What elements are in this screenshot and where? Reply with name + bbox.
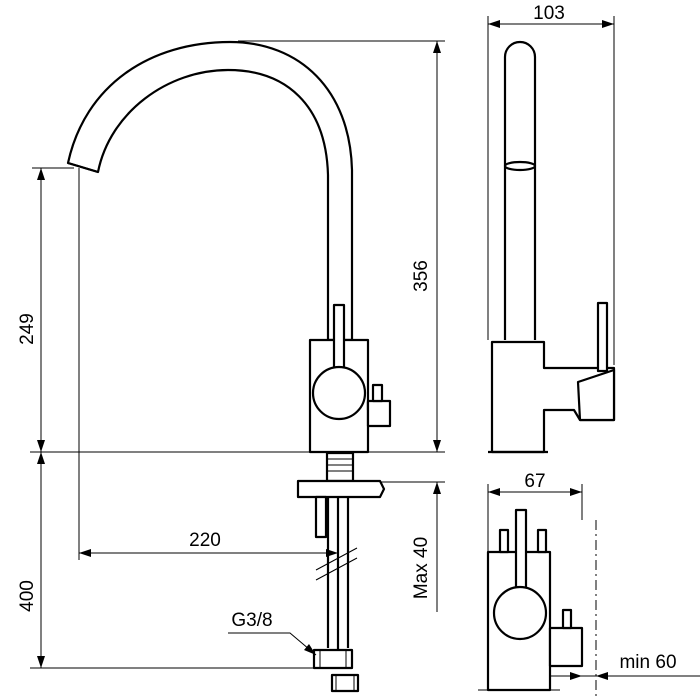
installed-lever: [514, 508, 528, 597]
spout: [66, 40, 354, 342]
threaded-shank: [325, 451, 355, 483]
dim-min-clearance: min 60: [619, 652, 676, 673]
hose-nut: [330, 673, 360, 693]
hose-fitting: [312, 648, 354, 670]
side-view: [487, 16, 616, 454]
front-view: [66, 40, 392, 454]
handle-knob: [311, 365, 367, 421]
spout-tip: [67, 161, 99, 174]
side-spout: [503, 40, 537, 340]
front-dimensions: [30, 40, 445, 669]
dim-reach: 220: [189, 530, 221, 551]
installed-knob: [492, 585, 548, 641]
dim-height-total: 356: [411, 260, 432, 292]
dim-base-width: 67: [524, 471, 545, 492]
dim-max-deck: Max 40: [411, 537, 432, 599]
side-lever: [596, 301, 609, 373]
mounting-plate: [296, 479, 386, 499]
lever-handle: [332, 303, 346, 377]
hose-break-mark: [315, 547, 358, 581]
side-valve-cap: [371, 383, 384, 403]
side-view-installed: [478, 484, 700, 700]
dim-spout-height: 249: [17, 313, 38, 345]
fixing-bolt: [314, 495, 328, 539]
aerator: [503, 160, 537, 172]
side-valve-knob: [366, 399, 392, 428]
thread-leader: [228, 632, 317, 656]
dim-width-top: 103: [533, 3, 565, 24]
mounting-assembly: [296, 451, 386, 693]
side-handle-block: [576, 368, 616, 422]
thread-label: G3/8: [231, 610, 272, 631]
installed-valve: [548, 626, 584, 668]
dim-below-counter: 400: [17, 580, 38, 612]
